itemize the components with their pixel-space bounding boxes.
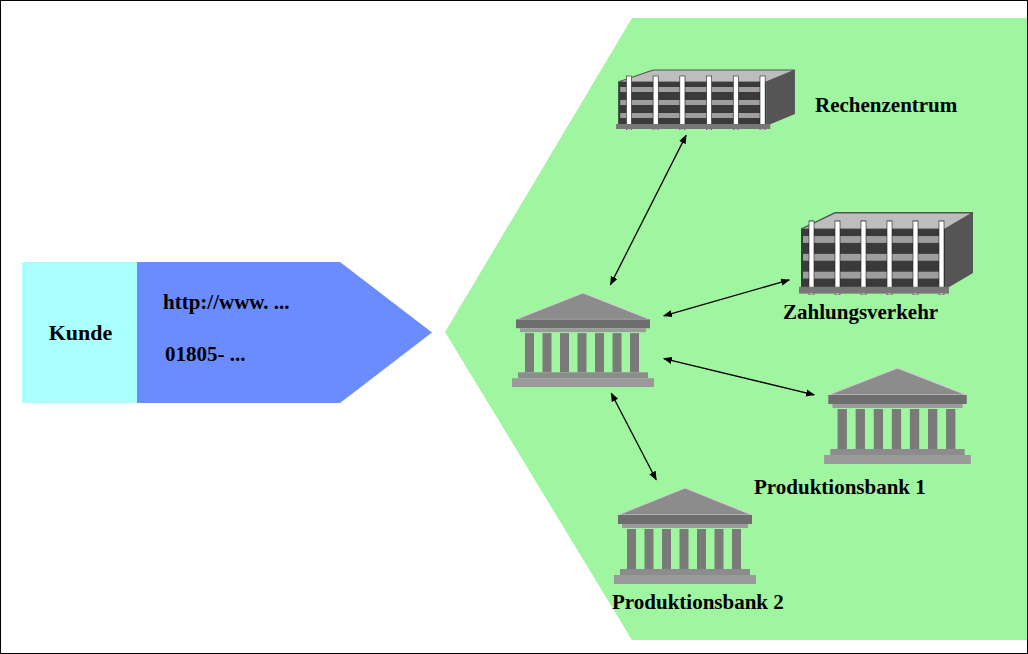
bank-icon	[508, 290, 658, 388]
production-bank: Produktionsbank 1	[820, 365, 975, 465]
double-arrow	[664, 280, 789, 316]
datacenter-building: Rechenzentrum	[612, 68, 797, 130]
node-label: Rechenzentrum	[815, 93, 957, 118]
building-icon	[612, 68, 797, 130]
bank-icon	[820, 365, 975, 465]
bank-icon	[610, 485, 760, 585]
node-label: Produktionsbank 1	[754, 475, 926, 500]
payments-building: Zahlungsverkehr	[795, 210, 975, 295]
channel-arrow: http://www. ... 01805- ...	[137, 262, 432, 403]
arrow-shape	[137, 262, 432, 403]
node-label: 01805- ...	[165, 342, 246, 367]
node-label: Produktionsbank 2	[612, 590, 784, 615]
node-label: Kunde	[22, 320, 139, 346]
double-arrow	[664, 359, 814, 395]
head-bank	[508, 290, 658, 388]
building-icon	[795, 210, 975, 295]
double-arrow	[611, 393, 656, 479]
node-label: Zahlungsverkehr	[783, 300, 938, 325]
node-label: http://www. ...	[163, 290, 290, 315]
green-region	[445, 18, 1027, 640]
customer-box: Kunde	[22, 262, 139, 403]
double-arrow	[611, 135, 687, 284]
production-bank: Produktionsbank 2	[610, 485, 760, 585]
